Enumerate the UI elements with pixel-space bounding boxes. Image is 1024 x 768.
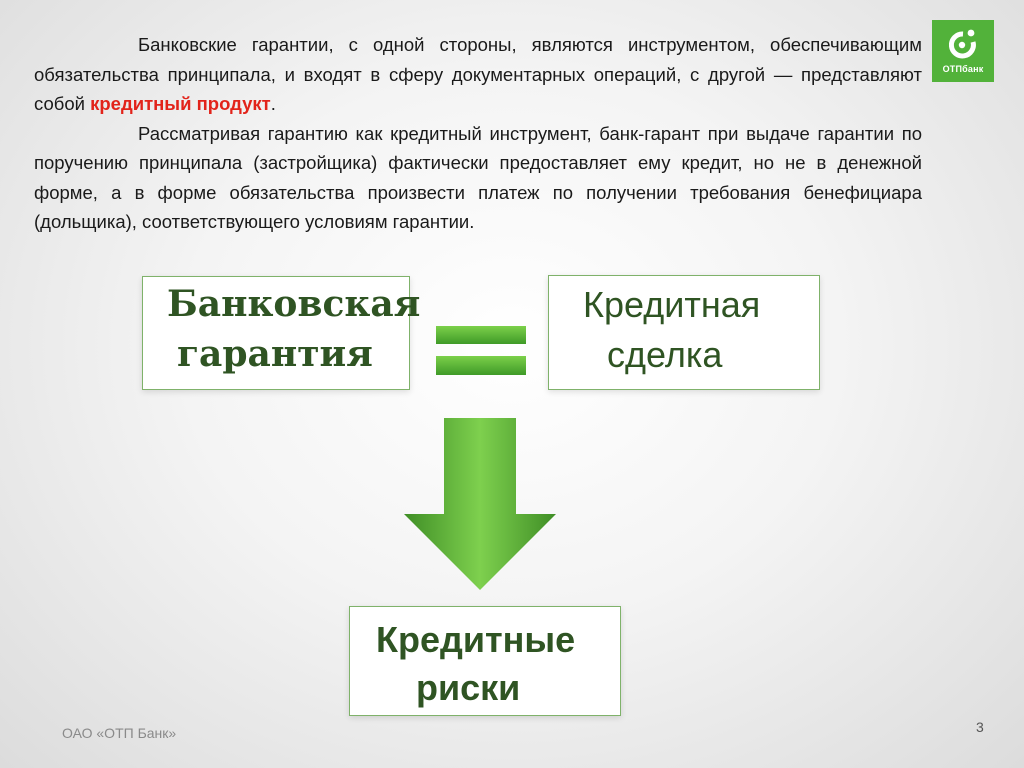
- footer-organization: ОАО «ОТП Банк»: [62, 725, 177, 741]
- otp-logo-icon: [949, 29, 976, 59]
- box-label-line-1: Кредитные: [376, 619, 576, 660]
- highlighted-term: кредитный продукт: [90, 93, 271, 114]
- box-label-line-1: Банковская: [167, 283, 421, 325]
- box-label-line-2: риски: [416, 667, 521, 708]
- otp-bank-logo: ОТПбанк: [932, 20, 994, 82]
- box-label-line-1: Кредитная: [583, 284, 761, 325]
- credit-deal-box: Кредитная сделка: [548, 275, 820, 390]
- paragraph-2: Рассматривая гарантию как кредитный инст…: [34, 122, 922, 233]
- logo-text: ОТПбанк: [942, 64, 984, 74]
- page-number: 3: [976, 719, 984, 735]
- bank-guarantee-box: Банковская гарантия: [142, 276, 420, 390]
- credit-risks-box: Кредитные риски: [349, 606, 621, 716]
- down-arrow: [404, 418, 556, 590]
- body-text: Банковские гарантии, с одной стороны, яв…: [34, 30, 922, 237]
- box-label-line-2: сделка: [607, 334, 723, 375]
- box-label-line-2: гарантия: [177, 333, 373, 375]
- paragraph-1: Банковские гарантии, с одной стороны, яв…: [34, 34, 922, 114]
- equals-sign: [436, 326, 526, 375]
